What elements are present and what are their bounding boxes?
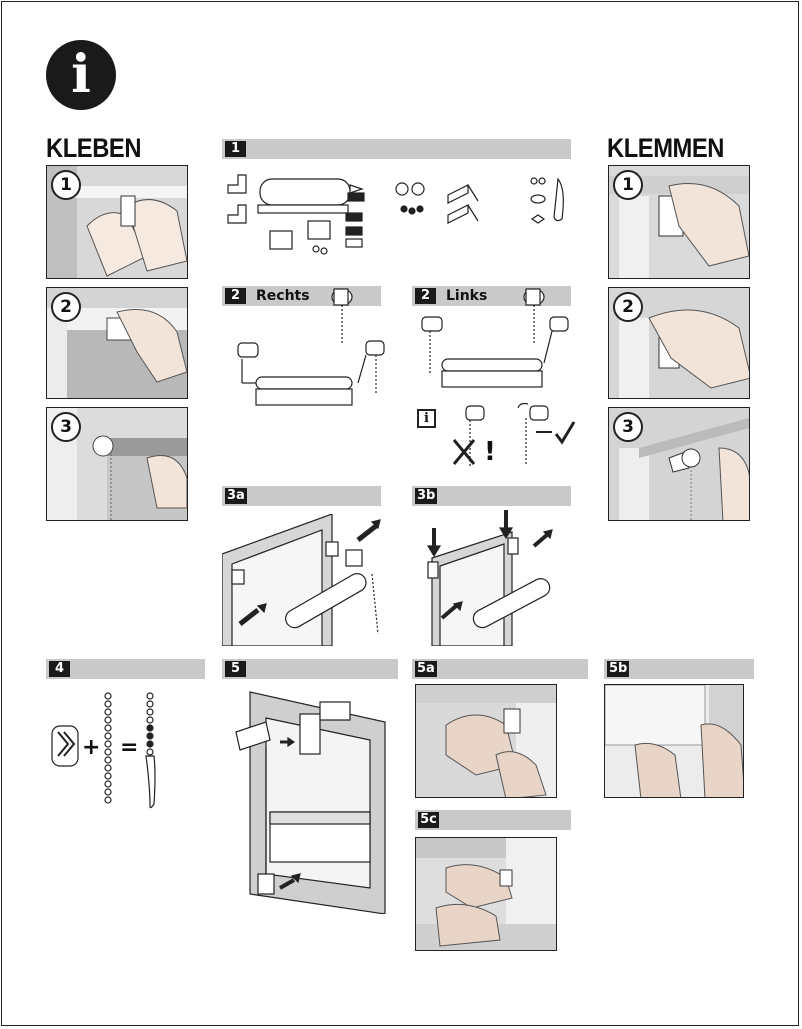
step-5-bar: 5 (222, 659, 398, 679)
klemmen-step-2-photo: 2 (608, 287, 750, 399)
step-4-illustration: + = (50, 690, 180, 812)
chain-orientation-note: ! (440, 402, 580, 474)
step-5-illustration (230, 688, 395, 914)
note-info-icon: i (417, 409, 436, 428)
step-3b-bar: 3b (412, 486, 571, 506)
step-5c-badge: 5c (418, 812, 439, 828)
step-number: 3 (51, 412, 81, 442)
klemmen-step-1-illustration (609, 166, 749, 278)
step-5b-photo (604, 684, 744, 798)
step-2-left-badge: 2 (415, 288, 436, 304)
step-1-badge: 1 (225, 141, 246, 157)
step-5b-badge: 5b (607, 661, 630, 677)
kleben-step-1-illustration (47, 166, 187, 278)
step-4-badge: 4 (49, 661, 70, 677)
install-outside-diagram (426, 510, 553, 646)
kleben-step-1-photo: 1 (46, 165, 188, 279)
step-number: 2 (51, 292, 81, 322)
parts-illustration (227, 174, 564, 255)
step-number: 1 (613, 170, 643, 200)
step-5a-photo (415, 684, 557, 798)
info-icon: i (46, 40, 116, 110)
step-3b-illustration (418, 508, 568, 646)
step-3a-illustration (222, 514, 392, 646)
wrong-mark: ! (484, 437, 496, 467)
plus-sign: + (82, 735, 100, 760)
equals-sign: = (120, 735, 138, 760)
step-number: 2 (613, 292, 643, 322)
step-1-bar: 1 (222, 139, 571, 159)
chain-connector-diagram: + = (51, 692, 156, 809)
kleben-step-2-photo: 2 (46, 287, 188, 399)
chain-orientation-illustration: ! (452, 402, 576, 467)
install-inside-diagram (222, 514, 381, 646)
step-5b-bar: 5b (604, 659, 754, 679)
step-2-right-illustration (222, 283, 397, 413)
step-4-bar: 4 (46, 659, 205, 679)
step-5a-bar: 5a (412, 659, 588, 679)
step-number: 1 (51, 170, 81, 200)
step-3a-bar: 3a (222, 486, 381, 506)
klemmen-title: KLEMMEN (607, 133, 725, 163)
step-5c-photo (415, 837, 557, 951)
step-2-right-badge: 2 (225, 288, 246, 304)
step-3b-badge: 3b (415, 488, 438, 504)
step-5a-photo-illustration (416, 685, 556, 797)
klemmen-step-1-photo: 1 (608, 165, 750, 279)
step-number: 3 (613, 412, 643, 442)
step-5c-bar: 5c (415, 810, 571, 830)
mount-left-diagram (421, 288, 569, 388)
step-5b-photo-illustration (605, 685, 743, 797)
step-5c-photo-illustration (416, 838, 556, 950)
step-3a-badge: 3a (225, 488, 247, 504)
chain-safety-diagram (235, 691, 386, 914)
step-5-badge: 5 (225, 661, 246, 677)
step-2-left-illustration (412, 283, 577, 393)
step-2-right-label: Rechts (256, 288, 310, 304)
step-5a-badge: 5a (415, 661, 437, 677)
mount-right-diagram (237, 288, 385, 406)
parts-overview (222, 165, 571, 260)
step-2-left-label: Links (446, 288, 488, 304)
kleben-step-3-photo: 3 (46, 407, 188, 521)
klemmen-step-3-photo: 3 (608, 407, 750, 521)
kleben-title: KLEBEN (46, 133, 142, 163)
